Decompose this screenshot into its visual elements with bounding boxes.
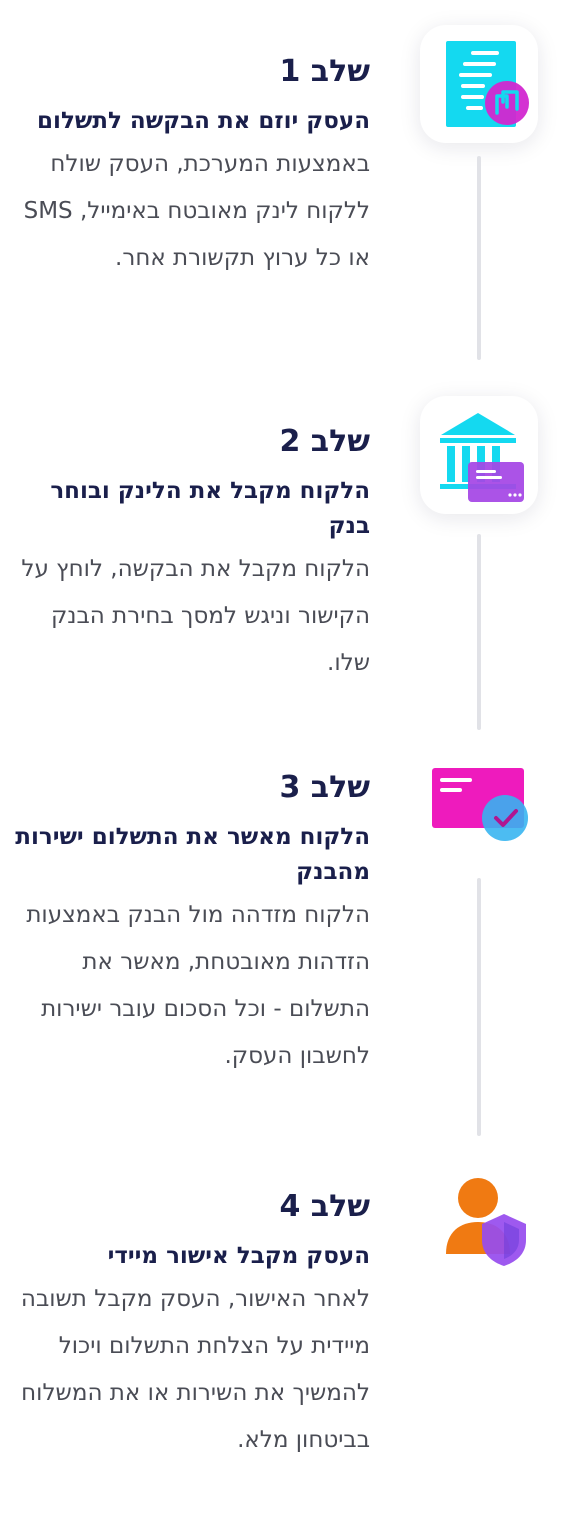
step-2-heading: הלקוח מקבל את הלינק ובוחר בנק [50, 478, 370, 539]
step-4-title: שלב 4 [279, 1189, 370, 1224]
step-1-description: באמצעות המערכת, העסק שולח ללקוח לינק מאו… [23, 151, 370, 271]
step-2-description: הלקוח מקבל את הבקשה, לוחץ על הקישור וניג… [21, 556, 370, 676]
step-4-icon-card [420, 1158, 538, 1276]
step-1-connector [477, 156, 481, 360]
step-4-description: לאחר האישור, העסק מקבל תשובה מיידית על ה… [20, 1286, 370, 1453]
step-4-heading: העסק מקבל אישור מיידי [107, 1243, 370, 1269]
step-3-text: שלב 3 הלקוח מאשר את התשלום ישירות מהבנק … [10, 768, 370, 1080]
step-1-text: שלב 1 העסק יוזם את הבקשה לתשלום באמצעות … [10, 52, 370, 282]
step-3-icon-card [420, 738, 538, 856]
step-2-icon-card [420, 396, 538, 514]
step-1-title: שלב 1 [279, 54, 370, 89]
step-3-heading: הלקוח מאשר את התשלום ישירות מהבנק [15, 824, 370, 885]
step-3-title: שלב 3 [279, 770, 370, 805]
invoice-shekel-icon [446, 41, 529, 127]
user-shield-icon [446, 1178, 526, 1266]
step-3-description: הלקוח מזדהה מול הבנק באמצעות הזדהות מאוב… [26, 902, 370, 1069]
step-2-title: שלב 2 [279, 424, 370, 459]
step-1-heading: העסק יוזם את הבקשה לתשלום [37, 108, 370, 134]
step-3-connector [477, 878, 481, 1136]
card-check-icon [432, 768, 528, 841]
bank-card-icon [440, 413, 524, 502]
step-2-connector [477, 534, 481, 730]
step-2-text: שלב 2 הלקוח מקבל את הלינק ובוחר בנק הלקו… [10, 422, 370, 687]
step-1-icon-card [420, 25, 538, 143]
step-4-text: שלב 4 העסק מקבל אישור מיידי לאחר האישור,… [10, 1187, 370, 1464]
